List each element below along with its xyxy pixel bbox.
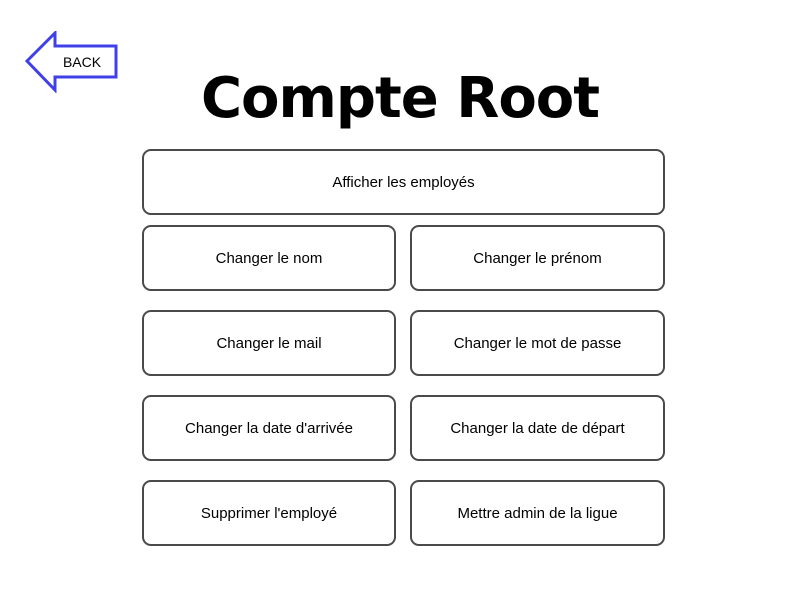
change-mail-button[interactable]: Changer le mail <box>142 310 396 376</box>
change-arrival-date-button[interactable]: Changer la date d'arrivée <box>142 395 396 461</box>
make-league-admin-button[interactable]: Mettre admin de la ligue <box>410 480 665 546</box>
change-password-button[interactable]: Changer le mot de passe <box>410 310 665 376</box>
page-title: Compte Root <box>200 66 600 131</box>
show-employees-button[interactable]: Afficher les employés <box>142 149 665 215</box>
back-button[interactable]: BACK <box>25 31 118 93</box>
change-first-name-button[interactable]: Changer le prénom <box>410 225 665 291</box>
back-button-label: BACK <box>62 54 102 70</box>
change-last-name-button[interactable]: Changer le nom <box>142 225 396 291</box>
change-departure-date-button[interactable]: Changer la date de départ <box>410 395 665 461</box>
delete-employee-button[interactable]: Supprimer l'employé <box>142 480 396 546</box>
arrow-left-icon <box>25 31 118 93</box>
